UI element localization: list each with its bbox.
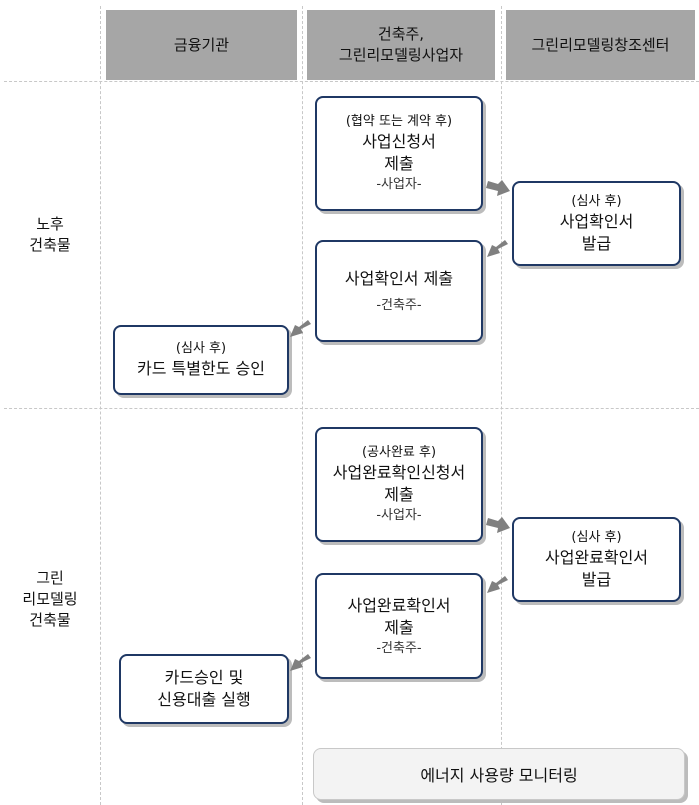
header-financial-institution-label: 금융기관 — [173, 35, 230, 54]
arrow-complete-issue-to-submit — [487, 576, 508, 593]
header-owner-business: 건축주, 그린리모델링사업자 — [307, 10, 495, 80]
column-divider — [100, 6, 101, 805]
box-title: 제출 — [384, 617, 414, 637]
row-label-line: 그린 — [36, 569, 64, 587]
box-title: 사업완료확인신청서 — [332, 463, 466, 482]
column-divider — [501, 6, 502, 805]
box-title: 사업확인서 제출 — [344, 268, 454, 288]
box-title: 제출 — [384, 485, 414, 504]
box-note: (심사 후) — [175, 341, 227, 356]
box-note: (공사완료 후) — [361, 445, 437, 460]
box-title: 발급 — [581, 569, 612, 589]
column-divider — [302, 6, 303, 805]
completion-issue-box: (심사 후) 사업완료확인서 발급 — [512, 517, 681, 602]
box-note: (협약 또는 계약 후) — [345, 114, 453, 129]
box-note: (심사 후) — [571, 193, 622, 209]
header-financial-institution: 금융기관 — [106, 10, 297, 80]
confirmation-submit-box: 사업확인서 제출 -건축주- — [315, 240, 483, 342]
box-title: 제출 — [384, 154, 414, 173]
box-title: 카드승인 및 — [164, 668, 244, 687]
header-business-label: 그린리모델링사업자 — [338, 46, 464, 64]
arrow-apply-to-issue — [486, 180, 510, 196]
box-title: 발급 — [581, 233, 612, 253]
arrow-submit-to-card — [290, 320, 311, 337]
loan-execution-box: 카드승인 및 신용대출 실행 — [119, 654, 289, 724]
box-title: 카드 특별한도 승인 — [137, 359, 265, 378]
row-label-line: 건축물 — [29, 611, 71, 629]
row-divider — [4, 408, 699, 409]
row-label-old-building: 노후 건축물 — [0, 214, 100, 256]
box-title: 사업확인서 — [559, 211, 634, 231]
row-label-line: 노후 — [36, 215, 64, 233]
box-title: 신용대출 실행 — [157, 690, 251, 709]
arrow-issue-to-submit — [487, 240, 508, 257]
row-label-green-remodeling: 그린 리모델링 건축물 — [0, 568, 100, 631]
arrow-complete-apply-to-issue — [486, 517, 510, 533]
row-divider — [4, 81, 699, 82]
box-actor: -사업자- — [376, 508, 422, 523]
header-center: 그린리모델링창조센터 — [506, 10, 695, 80]
header-center-label: 그린리모델링창조센터 — [531, 35, 670, 54]
card-approval-box: (심사 후) 카드 특별한도 승인 — [113, 325, 289, 395]
box-title: 사업완료확인서 — [544, 547, 649, 567]
completion-application-box: (공사완료 후) 사업완료확인신청서 제출 -사업자- — [315, 427, 483, 542]
confirmation-issue-box: (심사 후) 사업확인서 발급 — [512, 181, 681, 266]
box-title: 사업신청서 — [362, 132, 436, 151]
completion-submit-box: 사업완료확인서 제출 -건축주- — [315, 573, 483, 679]
box-actor: -사업자- — [376, 177, 422, 192]
box-title: 사업완료확인서 — [347, 595, 451, 615]
header-owner-label: 건축주, — [377, 25, 425, 43]
business-application-box: (협약 또는 계약 후) 사업신청서 제출 -사업자- — [315, 96, 483, 211]
arrow-complete-submit-to-loan — [290, 654, 311, 671]
row-label-line: 리모델링 — [22, 590, 78, 608]
energy-monitoring-label: 에너지 사용량 모니터링 — [420, 766, 578, 785]
energy-monitoring-box: 에너지 사용량 모니터링 — [313, 748, 685, 800]
box-actor: -건축주- — [376, 640, 422, 656]
row-label-line: 건축물 — [29, 236, 71, 254]
box-note: (심사 후) — [571, 529, 622, 545]
box-actor: -건축주- — [376, 297, 422, 313]
